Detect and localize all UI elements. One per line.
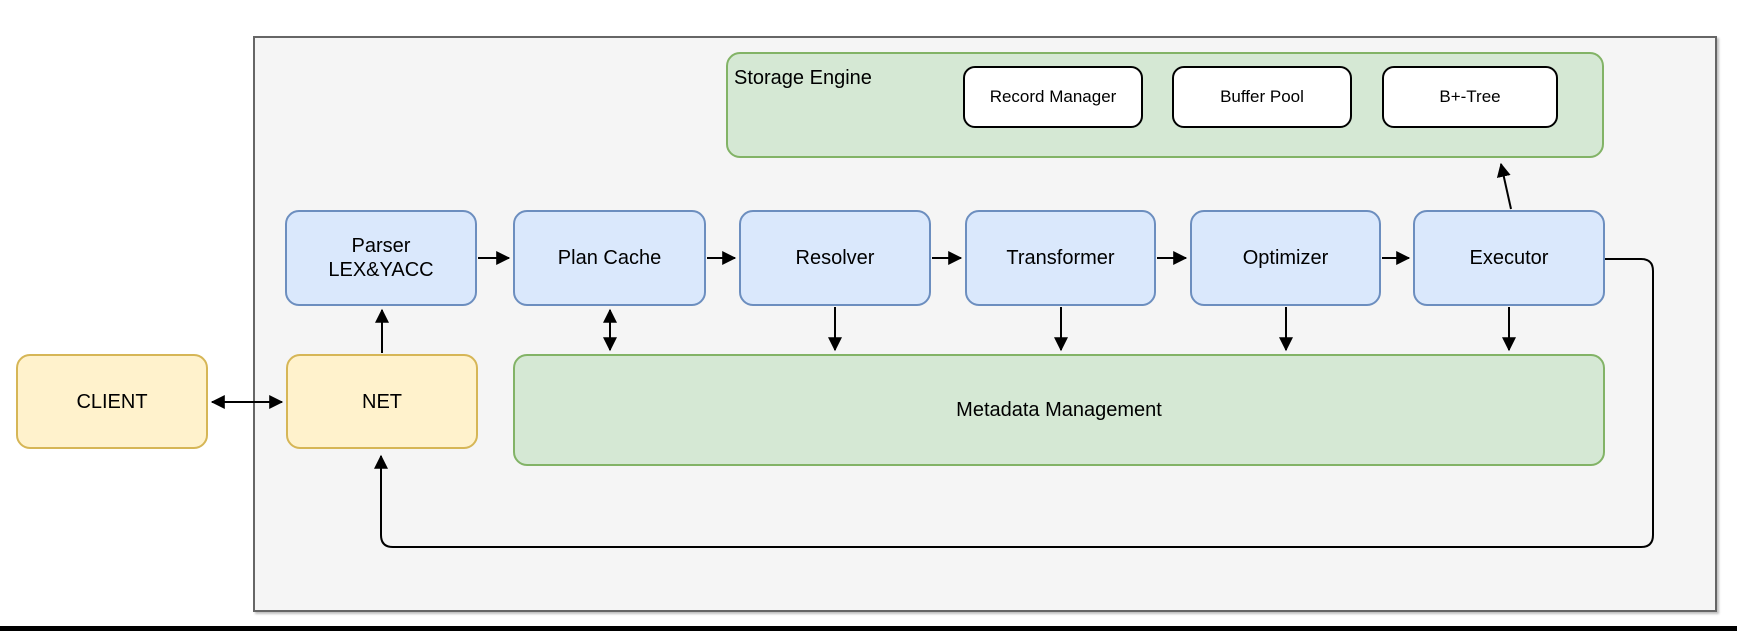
node-client: CLIENT xyxy=(16,354,208,449)
node-parser: Parser LEX&YACC xyxy=(285,210,477,306)
node-buffer-pool: Buffer Pool xyxy=(1172,66,1352,128)
record-manager-label: Record Manager xyxy=(989,86,1117,106)
client-label: CLIENT xyxy=(76,390,148,413)
optimizer-label: Optimizer xyxy=(1242,247,1329,269)
buffer-pool-label: Buffer Pool xyxy=(1220,86,1304,106)
node-resolver: Resolver xyxy=(739,210,931,306)
parser-label-line1: Parser xyxy=(351,235,411,257)
resolver-label: Resolver xyxy=(795,247,875,269)
bplus-tree-label: B+-Tree xyxy=(1439,86,1501,106)
net-label: NET xyxy=(362,390,402,413)
transformer-label: Transformer xyxy=(1006,247,1115,269)
executor-label: Executor xyxy=(1469,247,1549,269)
bottom-divider xyxy=(0,626,1737,631)
node-net: NET xyxy=(286,354,478,449)
node-transformer: Transformer xyxy=(965,210,1156,306)
node-record-manager: Record Manager xyxy=(963,66,1143,128)
parser-label-line2: LEX&YACC xyxy=(328,259,434,281)
plan-cache-label: Plan Cache xyxy=(557,247,662,269)
metadata-management-group: Metadata Management xyxy=(513,354,1605,466)
node-optimizer: Optimizer xyxy=(1190,210,1381,306)
node-plan-cache: Plan Cache xyxy=(513,210,706,306)
node-bplus-tree: B+-Tree xyxy=(1382,66,1558,128)
metadata-management-label: Metadata Management xyxy=(956,399,1162,421)
storage-engine-label: Storage Engine xyxy=(734,67,872,89)
node-executor: Executor xyxy=(1413,210,1605,306)
